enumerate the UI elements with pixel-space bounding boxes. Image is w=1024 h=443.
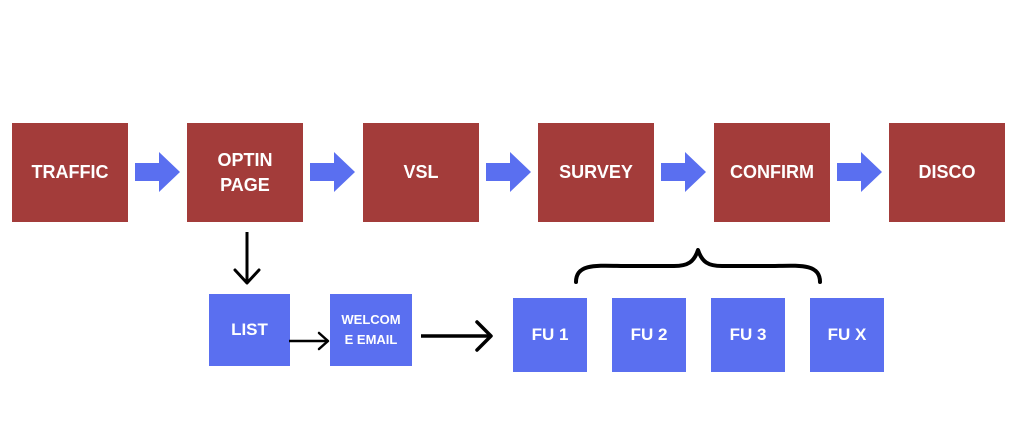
step-confirm: CONFIRM [714,123,830,222]
flow-arrow-1 [135,152,180,192]
step-optin-page-label: OPTIN PAGE [217,149,273,195]
follow-up-2-label: FU 2 [630,325,668,344]
arrow-welcome-to-followups [421,320,493,352]
step-vsl-label: VSL [403,162,439,182]
step-confirm-label: CONFIRM [730,162,814,182]
follow-ups-brace [574,248,822,284]
arrow-list-to-welcome [289,331,330,351]
step-survey: SURVEY [538,123,654,222]
follow-up-3: FU 3 [711,298,785,372]
follow-up-x: FU X [810,298,884,372]
follow-up-3-label: FU 3 [729,325,767,344]
step-traffic-label: TRAFFIC [31,162,109,182]
follow-up-1: FU 1 [513,298,587,372]
welcome-email-label: WELCOM E EMAIL [341,312,401,347]
step-survey-label: SURVEY [559,162,633,182]
flow-arrow-4 [661,152,706,192]
flow-arrow-3 [486,152,531,192]
down-arrow-to-list [233,232,261,285]
follow-up-1-label: FU 1 [531,325,569,344]
list-label: LIST [231,320,268,339]
step-vsl: VSL [363,123,479,222]
step-disco: DISCO [889,123,1005,222]
flow-arrow-5 [837,152,882,192]
follow-up-2: FU 2 [612,298,686,372]
welcome-email-box: WELCOM E EMAIL [330,294,412,366]
step-disco-label: DISCO [918,162,976,182]
list-box: LIST [209,294,290,366]
flow-arrow-2 [310,152,355,192]
step-traffic: TRAFFIC [12,123,128,222]
follow-up-x-label: FU X [827,325,867,344]
step-optin-page: OPTIN PAGE [187,123,303,222]
